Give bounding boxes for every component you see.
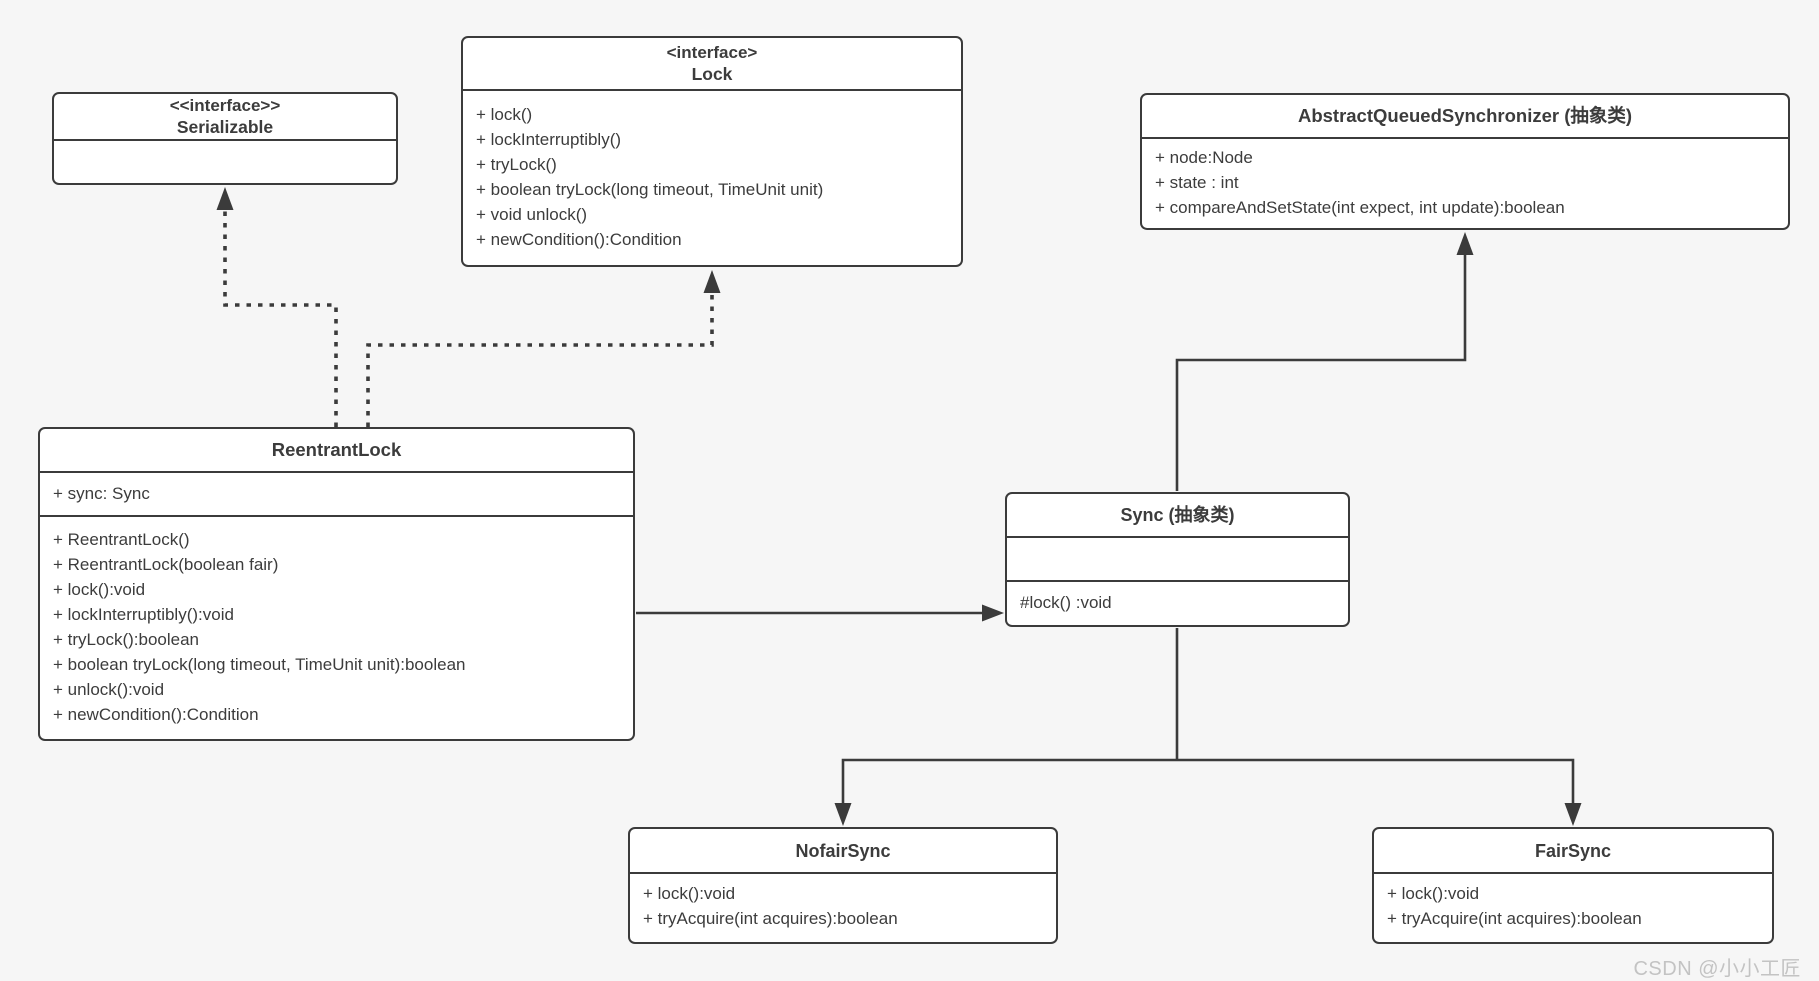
edge-reentrantlock-lock-arrowhead xyxy=(703,270,721,293)
class-sync-methods: #lock() :void xyxy=(1007,582,1348,615)
edge-reentrantlock-lock-line xyxy=(366,293,714,427)
class-nofairsync-methods: + lock():void + tryAcquire(int acquires):… xyxy=(630,874,1056,931)
member-line: + sync: Sync xyxy=(53,484,150,503)
class-fairsync: FairSync + lock():void + tryAcquire(int a… xyxy=(1372,827,1774,944)
member-line: + boolean tryLock(long timeout, TimeUnit… xyxy=(476,180,824,199)
class-fairsync-title: FairSync xyxy=(1374,829,1772,874)
edge-reentrantlock-serializable-line xyxy=(223,210,338,427)
class-fairsync-methods: + lock():void + tryAcquire(int acquires):… xyxy=(1374,874,1772,931)
class-reentrantlock: ReentrantLock + sync: Sync + ReentrantLo… xyxy=(38,427,635,741)
member-line: + tryAcquire(int acquires):boolean xyxy=(643,909,898,928)
class-sync-name: Sync (抽象类) xyxy=(1120,505,1235,525)
class-lock: <interface> Lock + lock() + lockInterrupt… xyxy=(461,36,963,267)
edge-sync-aqs-arrowhead xyxy=(1456,232,1474,255)
member-line: + state : int xyxy=(1155,173,1239,192)
class-nofairsync-title: NofairSync xyxy=(630,829,1056,874)
member-line: + lockInterruptibly():void xyxy=(53,605,234,624)
member-line: + lock():void xyxy=(643,884,736,903)
class-serializable-stereotype: <<interface>> xyxy=(169,96,281,115)
edge-reentrantlock-serializable-arrowhead xyxy=(216,187,234,210)
class-sync-title: Sync (抽象类) xyxy=(1007,494,1348,538)
member-line: + compareAndSetState(int expect, int upd… xyxy=(1155,198,1565,217)
member-line: + boolean tryLock(long timeout, TimeUnit… xyxy=(53,655,466,674)
member-line: + ReentrantLock() xyxy=(53,530,190,549)
member-line: + tryLock() xyxy=(476,155,557,174)
member-line: + newCondition():Condition xyxy=(53,705,259,724)
class-lock-methods: + lock() + lockInterruptibly() + tryLock()… xyxy=(463,91,961,252)
class-nofairsync: NofairSync + lock():void + tryAcquire(int… xyxy=(628,827,1058,944)
watermark: CSDN @小小工匠 xyxy=(1633,958,1801,980)
member-line: + newCondition():Condition xyxy=(476,230,682,249)
member-line: + lock():void xyxy=(53,580,146,599)
class-reentrantlock-title: ReentrantLock xyxy=(40,429,633,473)
member-line: + node:Node xyxy=(1155,148,1253,167)
edge-reentrantlock-sync-arrowhead xyxy=(982,604,1004,622)
class-fairsync-name: FairSync xyxy=(1534,840,1612,861)
class-abstractqueuedsynchronizer: AbstractQueuedSynchronizer (抽象类) + node:… xyxy=(1140,93,1790,230)
member-line: + tryLock():boolean xyxy=(53,630,199,649)
class-serializable-empty-section xyxy=(54,141,396,182)
class-lock-title: <interface> Lock xyxy=(463,38,961,91)
class-abstractqueuedsynchronizer-title: AbstractQueuedSynchronizer (抽象类) xyxy=(1142,95,1788,139)
member-line: + void unlock() xyxy=(476,205,588,224)
edge-sync-aqs-line xyxy=(1175,255,1467,491)
edge-sync-fairsync-arrowhead xyxy=(1564,803,1582,826)
class-sync-empty-section xyxy=(1007,538,1348,582)
class-reentrantlock-methods: + ReentrantLock() + ReentrantLock(boolean… xyxy=(40,517,633,727)
class-abstractqueuedsynchronizer-name: AbstractQueuedSynchronizer (抽象类) xyxy=(1297,105,1633,126)
class-lock-stereotype: <interface> xyxy=(666,43,758,62)
member-line: + tryAcquire(int acquires):boolean xyxy=(1387,909,1642,928)
member-line: + ReentrantLock(boolean fair) xyxy=(53,555,279,574)
member-line: + lock():void xyxy=(1387,884,1480,903)
edge-sync-nofairsync-arrowhead xyxy=(834,803,852,826)
member-line: + unlock():void xyxy=(53,680,165,699)
class-abstractqueuedsynchronizer-attributes: + node:Node + state : int + compareAndSetS… xyxy=(1142,139,1788,220)
class-reentrantlock-name: ReentrantLock xyxy=(271,439,402,460)
class-serializable: <<interface>> Serializable xyxy=(52,92,398,185)
member-line: + lock() xyxy=(476,105,533,124)
class-lock-name: Lock xyxy=(691,64,733,84)
class-sync: Sync (抽象类) #lock() :void xyxy=(1005,492,1350,627)
member-line: + lockInterruptibly() xyxy=(476,130,622,149)
edge-sync-subclasses-line xyxy=(841,628,1575,804)
member-line: #lock() :void xyxy=(1020,593,1112,612)
class-serializable-title: <<interface>> Serializable xyxy=(54,94,396,141)
class-nofairsync-name: NofairSync xyxy=(795,840,891,861)
class-reentrantlock-attributes: + sync: Sync xyxy=(40,473,633,517)
class-serializable-name: Serializable xyxy=(176,117,274,137)
